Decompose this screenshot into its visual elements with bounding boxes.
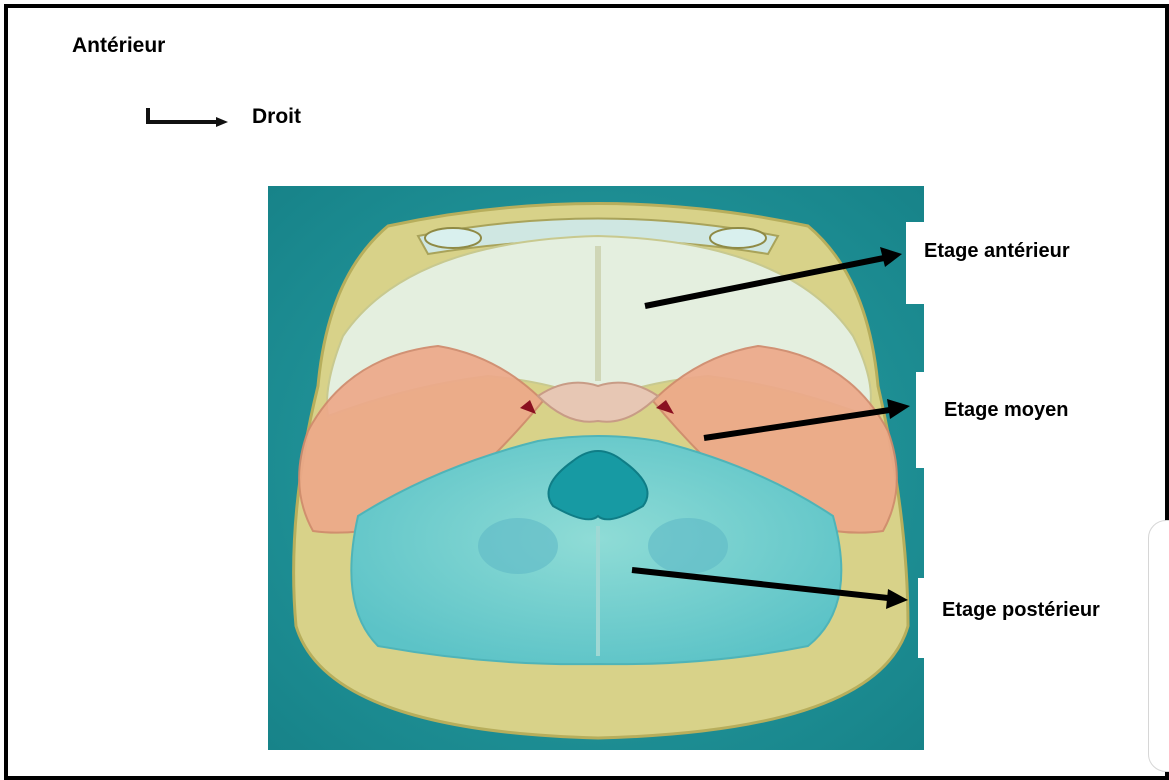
posterior-arrowhead: [886, 589, 908, 609]
middle-arrow: [704, 410, 890, 438]
middle-arrowhead: [887, 399, 910, 419]
posterior-arrow: [632, 570, 888, 598]
anterior-arrowhead: [880, 247, 902, 267]
anterior-arrow: [645, 258, 884, 306]
